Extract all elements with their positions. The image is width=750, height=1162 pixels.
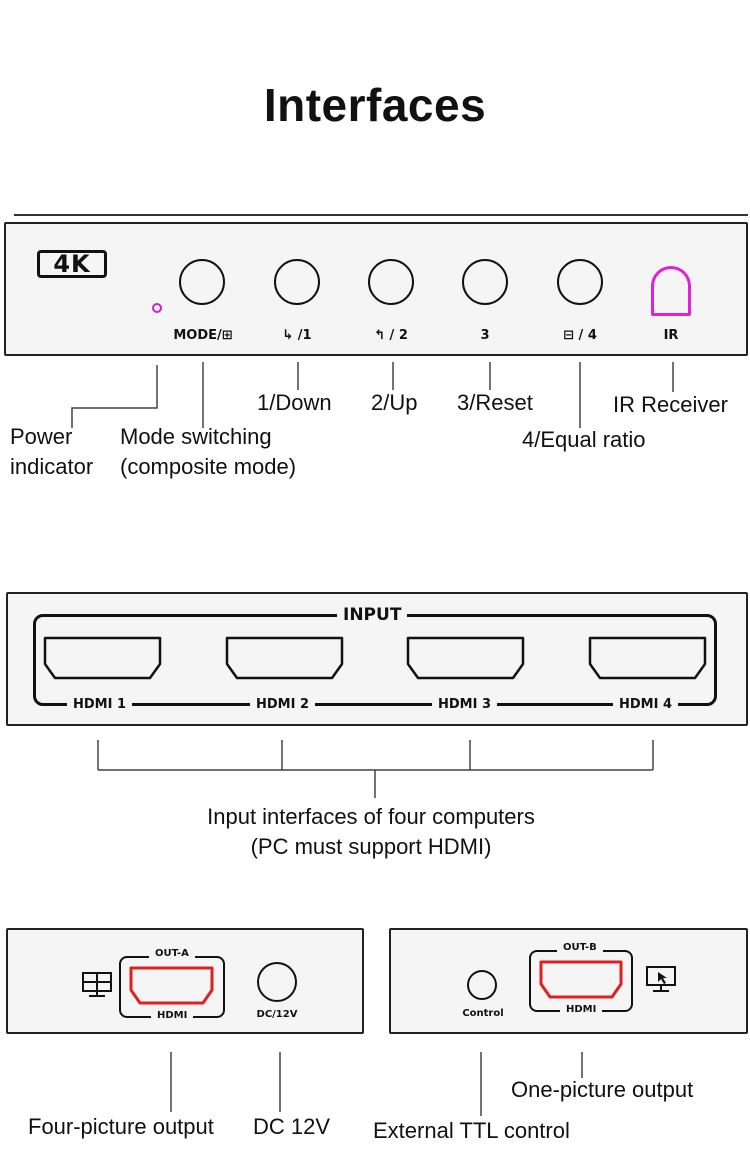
out-b-top-label: OUT-B [557,942,603,953]
button-1-down[interactable] [274,259,320,305]
mode-callout-line2: (composite mode) [120,454,297,479]
ir-callout: IR Receiver [613,392,728,417]
power-callout-line1: Power [10,424,73,449]
front-panel-top-edge [14,214,748,216]
dc-callout: DC 12V [253,1114,331,1139]
hdmi-2-port-icon [225,636,344,680]
mode-button-label: MODE/⊞ [173,328,233,343]
mode-callout-line1: Mode switching [120,424,272,449]
hdmi-1-port-icon [43,636,162,680]
hdmi-3-label: HDMI 3 [432,697,498,712]
hdmi-4-label: HDMI 4 [613,697,679,712]
ttl-control-jack[interactable] [467,970,497,1000]
control-jack-label: Control [462,1008,504,1019]
hdmi-1-label: HDMI 1 [67,697,133,712]
mode-button[interactable] [179,259,225,305]
ir-label: IR [663,328,679,343]
input-callout-line2: (PC must support HDMI) [250,834,492,859]
ir-receiver-window [651,266,691,316]
button-3-reset[interactable] [462,259,508,305]
dc-jack-label: DC/12V [256,1009,298,1020]
page-title: Interfaces [263,79,487,131]
ttl-callout: External TTL control [373,1118,570,1143]
power-indicator-led [152,303,162,313]
button-4-equal[interactable] [557,259,603,305]
down-callout: 1/Down [257,390,332,415]
hdmi-2-label: HDMI 2 [250,697,316,712]
button-2-label: ↰ / 2 [374,328,408,343]
hdmi-3-port-icon [406,636,525,680]
reset-callout: 3/Reset [457,390,533,415]
up-callout: 2/Up [371,390,418,415]
power-leader-line [71,365,158,428]
out-a-top-label: OUT-A [149,948,195,959]
button-4-label: ⊟ / 4 [563,328,597,343]
4k-badge-text: 4K [53,250,91,278]
one-picture-callout: One-picture output [511,1077,694,1102]
equal-callout: 4/Equal ratio [522,427,646,452]
button-1-label: ↳ /1 [282,328,312,343]
hdmi-4-port-icon [588,636,707,680]
out-b-bottom-label: HDMI [560,1004,603,1015]
four-picture-callout: Four-picture output [28,1114,214,1139]
button-2-up[interactable] [368,259,414,305]
input-callout-line1: Input interfaces of four computers [207,804,535,829]
out-a-bottom-label: HDMI [151,1010,194,1021]
input-header: INPUT [337,605,408,625]
4k-badge: 4K [37,250,107,278]
power-callout-line2: indicator [10,454,94,479]
dc-power-jack[interactable] [257,962,297,1002]
button-3-label: 3 [480,328,490,343]
